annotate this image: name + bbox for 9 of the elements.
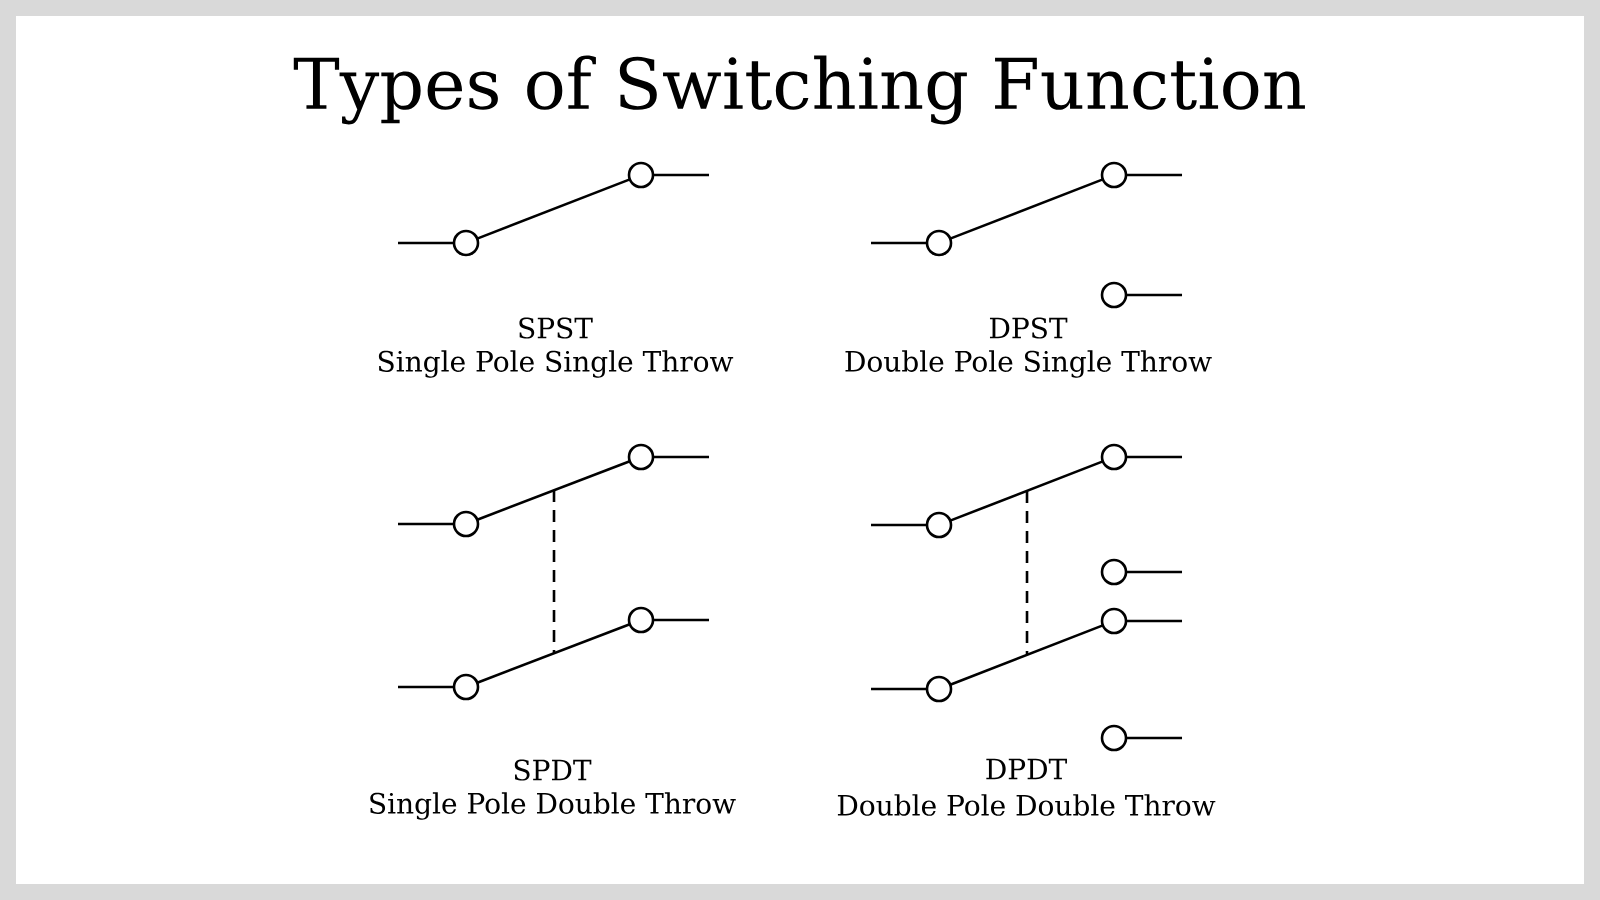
switch-abbreviation: SPDT xyxy=(514,759,592,781)
switch-abbreviation: SPST xyxy=(519,317,593,339)
switch-name: Double Pole Double Throw xyxy=(837,794,1216,816)
switch-name: Double Pole Single Throw xyxy=(845,350,1212,378)
switch-name: Single Pole Single Throw xyxy=(378,350,734,378)
switch-abbreviation: DPST xyxy=(990,317,1068,339)
switch-abbreviation: DPDT xyxy=(986,758,1067,780)
switch-name: Single Pole Double Throw xyxy=(370,792,736,820)
title: Types of Switching Function xyxy=(293,55,1305,125)
